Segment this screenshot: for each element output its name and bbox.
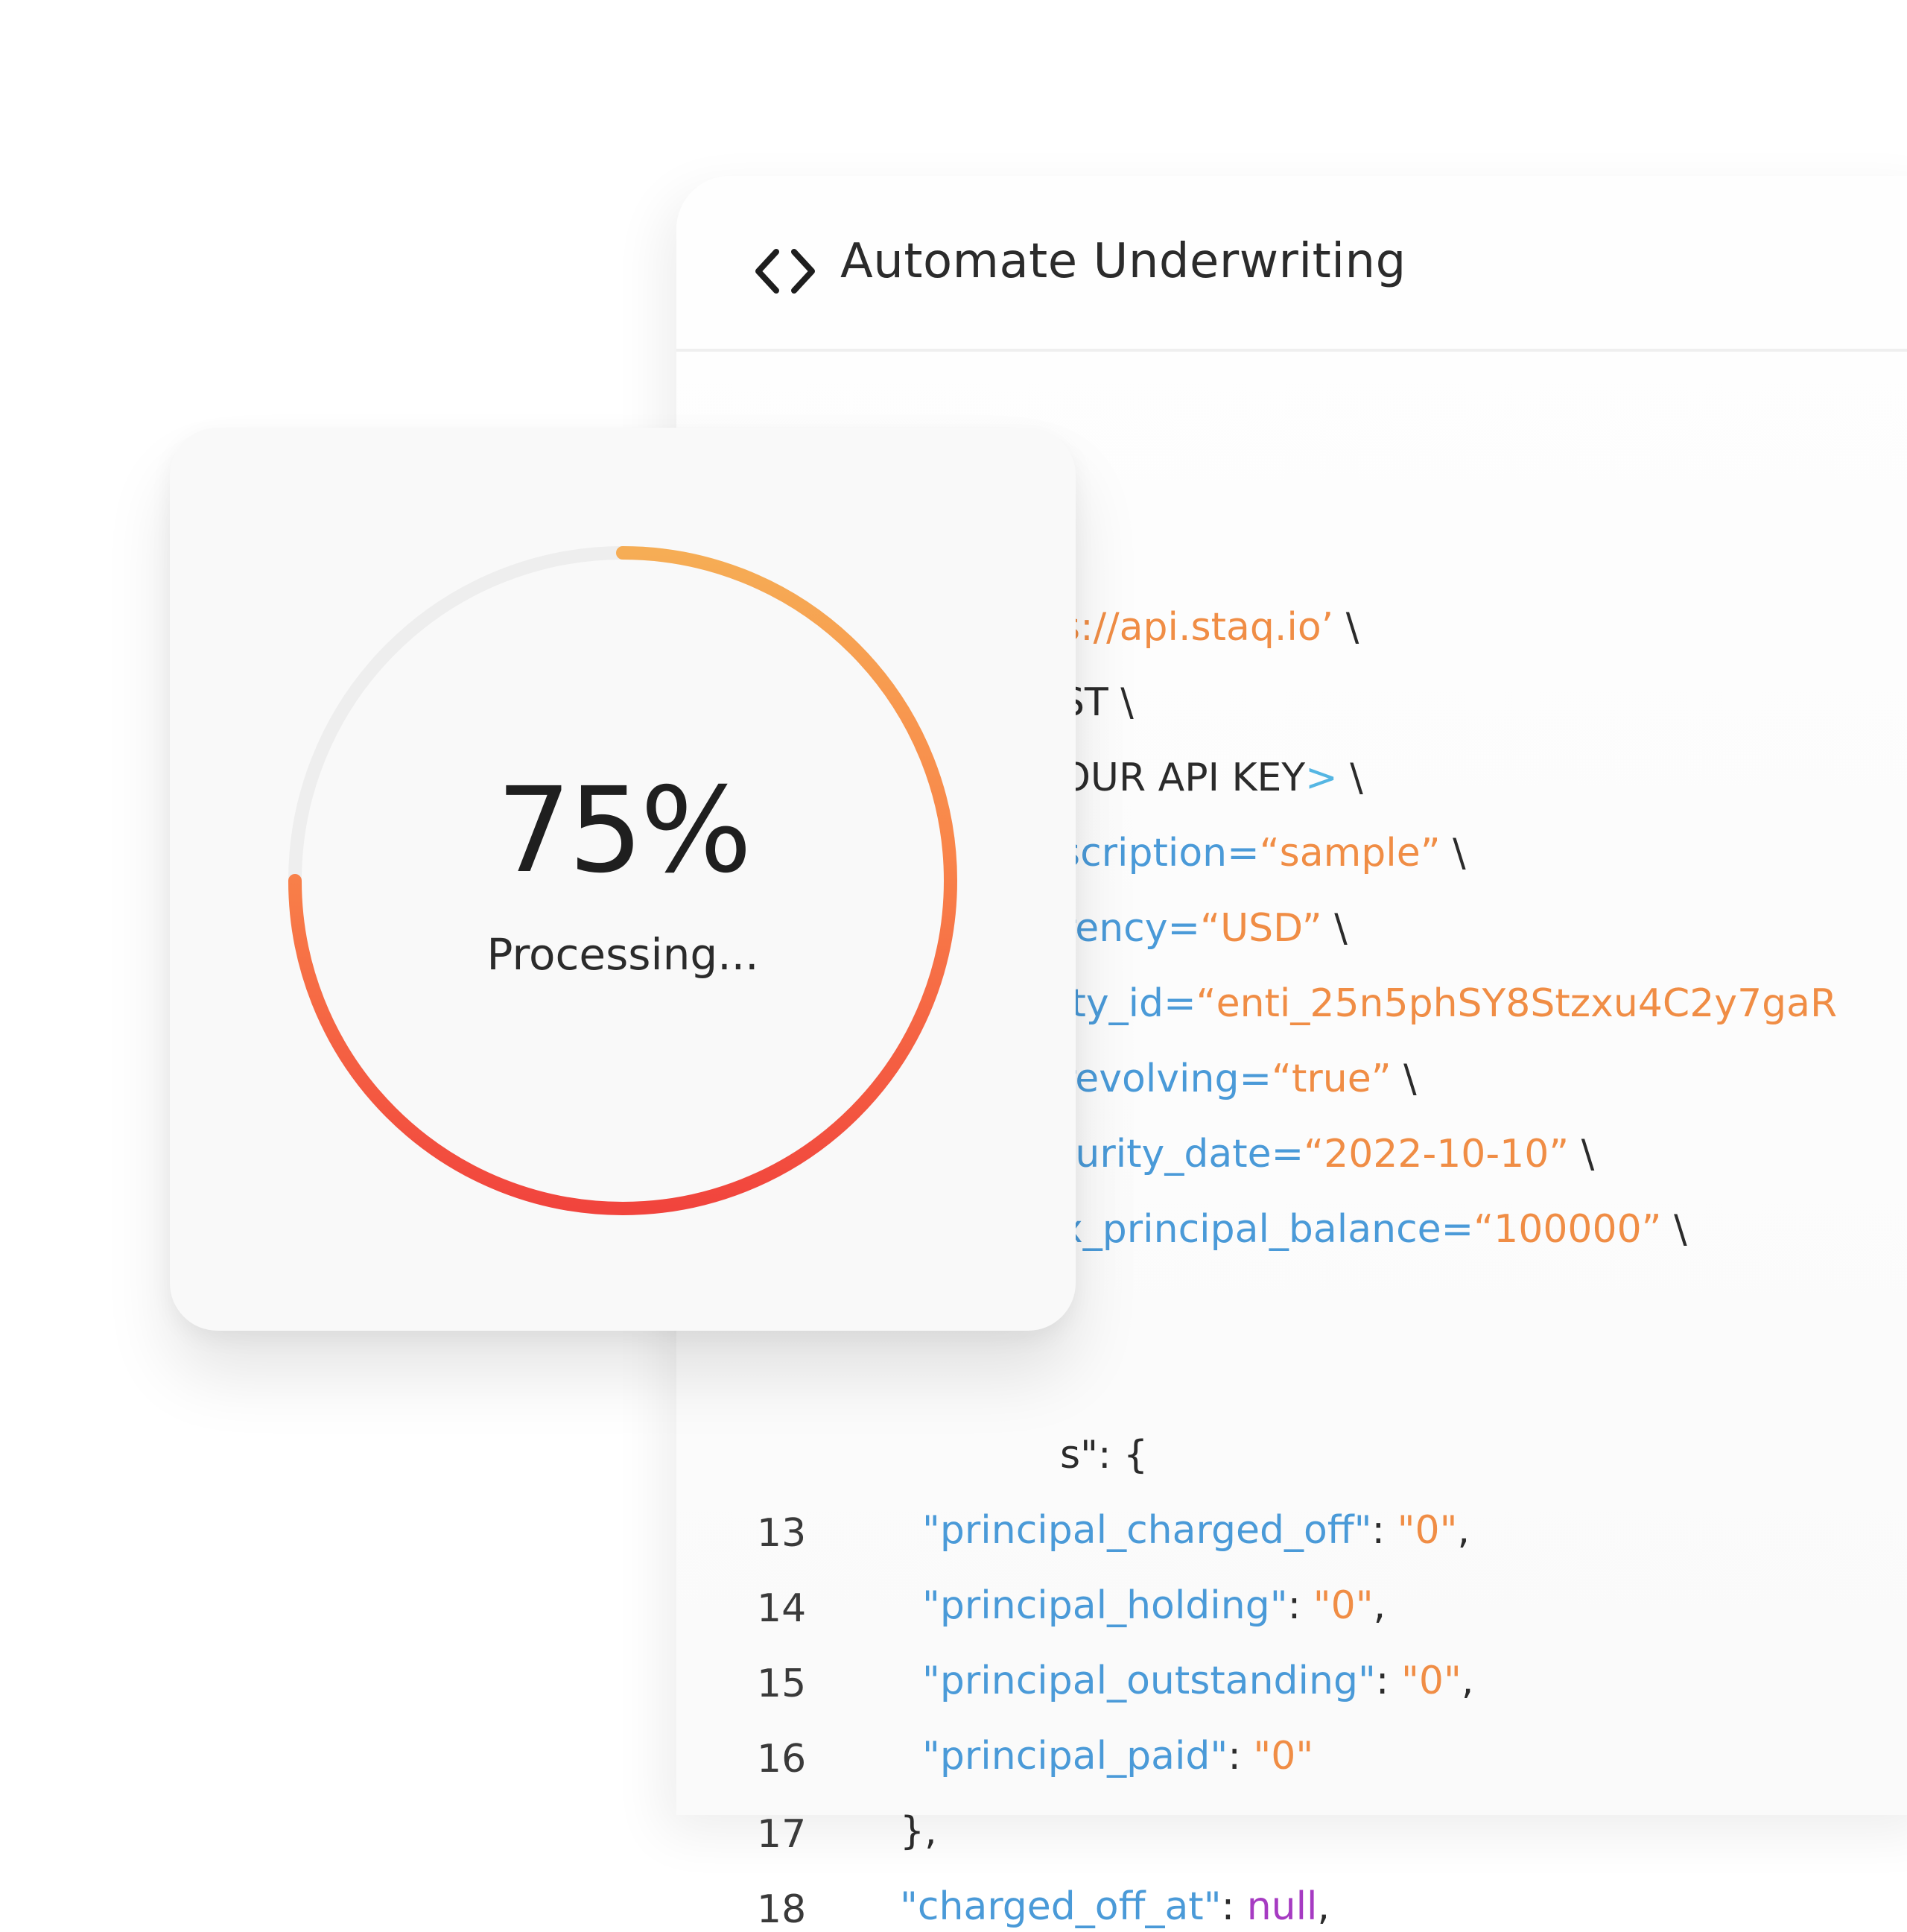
code-token: \: [1333, 605, 1359, 650]
code-line: "principal_charged_off": "0",: [922, 1511, 1470, 1550]
code-token: ,: [1373, 1583, 1386, 1628]
code-token: null: [1246, 1884, 1318, 1929]
code-token: \: [1321, 906, 1348, 951]
code-line: s": {: [1060, 1436, 1148, 1475]
code-token: s": {: [1060, 1433, 1149, 1477]
code-token: "0": [1313, 1583, 1374, 1628]
code-token: >: [1305, 756, 1338, 800]
code-token: “enti_25n5phSY8Stzxu4C2y7gaR: [1196, 981, 1838, 1026]
code-token: ,: [1461, 1659, 1474, 1703]
code-token: "principal_outstanding": [922, 1659, 1376, 1703]
code-window-header: Automate Underwriting: [676, 176, 1907, 352]
code-line: "principal_paid": "0": [922, 1737, 1313, 1776]
code-token: \: [1661, 1207, 1687, 1252]
code-token: \: [1440, 831, 1466, 875]
code-line: OUR API KEY> \: [1060, 758, 1363, 797]
line-number: 14: [757, 1586, 807, 1631]
code-token: :: [1228, 1734, 1254, 1779]
code-token: :: [1221, 1884, 1247, 1929]
progress-ring: [288, 546, 957, 1215]
code-token: “100000”: [1473, 1207, 1662, 1252]
code-token: \: [1569, 1132, 1595, 1176]
code-line: "principal_holding": "0",: [922, 1586, 1386, 1625]
code-token: turity_date=: [1060, 1132, 1304, 1176]
code-line: "principal_outstanding": "0",: [922, 1662, 1473, 1700]
code-token: “sample”: [1259, 831, 1441, 875]
code-token: x_principal_balance=: [1060, 1207, 1474, 1252]
code-token: "principal_charged_off": [922, 1508, 1372, 1553]
code-token: "charged_off_at": [900, 1884, 1222, 1929]
code-line: revolving=“true” \: [1060, 1060, 1417, 1098]
code-token: “USD”: [1200, 906, 1322, 951]
code-token: "0": [1253, 1734, 1314, 1779]
code-token: \: [1337, 756, 1363, 800]
code-token: :: [1287, 1583, 1313, 1628]
line-number: 13: [757, 1511, 807, 1556]
code-token: :: [1375, 1659, 1401, 1703]
code-token: "0": [1397, 1508, 1458, 1553]
code-line: rency=“USD” \: [1060, 909, 1348, 948]
code-token: revolving=: [1060, 1057, 1272, 1101]
code-token: “true”: [1272, 1057, 1392, 1101]
code-token: s://api.staq.io’: [1060, 605, 1334, 650]
line-number: 18: [757, 1887, 807, 1932]
code-token: ,: [1457, 1508, 1470, 1553]
code-line: scription=“sample” \: [1060, 834, 1466, 872]
code-token: "principal_paid": [922, 1734, 1228, 1779]
line-number: 17: [757, 1812, 807, 1857]
progress-status: Processing...: [486, 929, 759, 980]
code-line: },: [900, 1812, 937, 1851]
code-line: s://api.staq.io’ \: [1060, 608, 1359, 647]
code-token: },: [900, 1809, 937, 1854]
code-line: x_principal_balance=“100000” \: [1060, 1210, 1687, 1249]
code-token: :: [1371, 1508, 1397, 1553]
progress-ring-arc: [288, 546, 957, 1215]
code-token: rency=: [1060, 906, 1201, 951]
code-token: "principal_holding": [922, 1583, 1288, 1628]
line-number: 16: [757, 1737, 807, 1781]
code-token: OUR API KEY: [1060, 756, 1306, 800]
code-window-title: Automate Underwriting: [840, 234, 1406, 289]
code-line: ity_id=“enti_25n5phSY8Stzxu4C2y7gaR: [1060, 984, 1837, 1023]
code-token: scription=: [1060, 831, 1260, 875]
code-token: ,: [1317, 1884, 1330, 1929]
progress-percent: 75%: [496, 762, 752, 899]
code-brackets-icon: [755, 249, 815, 294]
code-line: "charged_off_at": null,: [900, 1887, 1330, 1926]
code-token: "0": [1400, 1659, 1462, 1703]
code-token: “2022-10-10”: [1304, 1132, 1570, 1176]
progress-card: 75% Processing...: [170, 428, 1076, 1331]
code-token: \: [1391, 1057, 1417, 1101]
code-token: ity_id=: [1060, 981, 1196, 1026]
code-line: turity_date=“2022-10-10” \: [1060, 1135, 1594, 1174]
line-number: 15: [757, 1662, 807, 1706]
